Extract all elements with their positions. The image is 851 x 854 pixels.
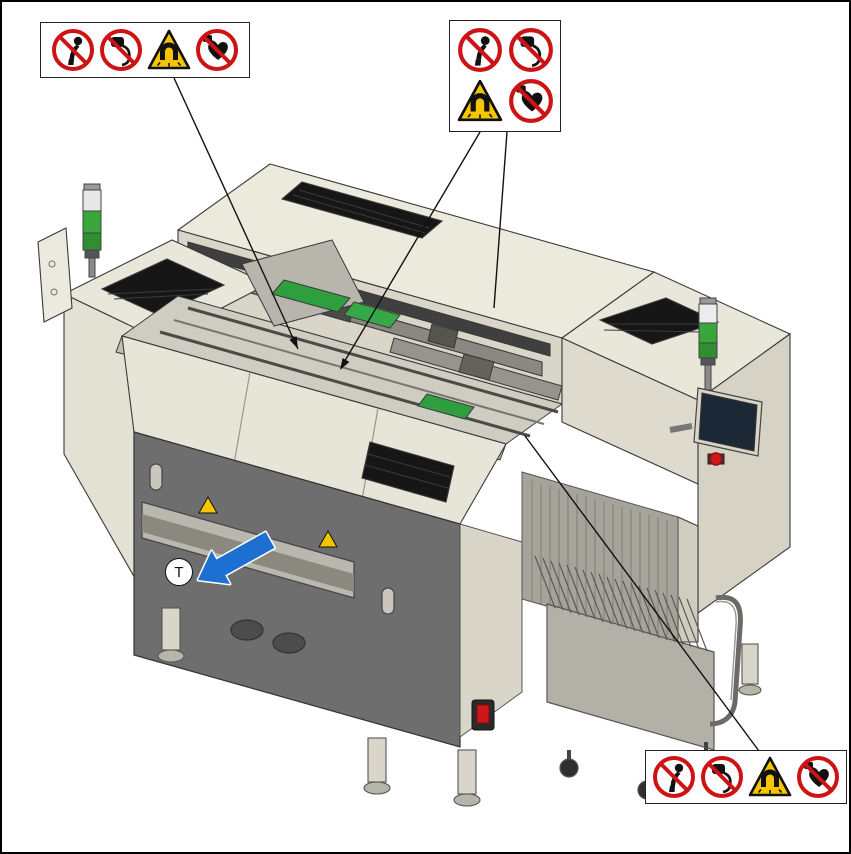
leader-line-center-b xyxy=(493,131,508,309)
warning-label-group-bottom-right xyxy=(645,750,847,804)
no-implanted-device-prohibition-icon xyxy=(508,27,554,73)
right-cabinet xyxy=(560,271,792,643)
front-covers xyxy=(121,335,507,525)
magnetic-field-warning-icon xyxy=(748,755,792,799)
no-metal-implants-prohibition-icon xyxy=(51,28,95,72)
no-cardiac-pacemaker-prohibition-icon xyxy=(796,755,840,799)
no-metal-implants-prohibition-icon xyxy=(457,27,503,73)
leader-lines xyxy=(173,77,760,752)
leader-line-center-a xyxy=(342,131,481,365)
warning-label-group-top-left xyxy=(40,22,250,78)
leader-line-bottom-right xyxy=(524,435,760,752)
leader-arrowhead-center xyxy=(340,358,350,370)
leader-arrowhead-top-left xyxy=(289,336,298,349)
transport-direction-arrow xyxy=(196,530,276,586)
operator-monitor xyxy=(669,387,763,457)
signal-tower-left xyxy=(82,183,102,278)
main-power-switch xyxy=(471,699,495,731)
signal-tower-right xyxy=(698,297,718,391)
warning-label-group-top-center xyxy=(449,20,561,132)
transport-direction-label: T xyxy=(174,563,184,581)
no-metal-implants-prohibition-icon xyxy=(652,755,696,799)
feeder-bank xyxy=(459,471,679,738)
emergency-stop-button xyxy=(707,452,725,466)
no-implanted-device-prohibition-icon xyxy=(700,755,744,799)
no-cardiac-pacemaker-prohibition-icon xyxy=(508,78,554,124)
transport-direction-badge: T xyxy=(165,558,193,586)
magnetic-field-warning-icon xyxy=(147,28,191,72)
no-cardiac-pacemaker-prohibition-icon xyxy=(195,28,239,72)
magnetic-field-warning-icon xyxy=(457,78,503,124)
no-implanted-device-prohibition-icon xyxy=(99,28,143,72)
machine-feet xyxy=(157,607,762,807)
leader-line-top-left xyxy=(173,77,299,350)
